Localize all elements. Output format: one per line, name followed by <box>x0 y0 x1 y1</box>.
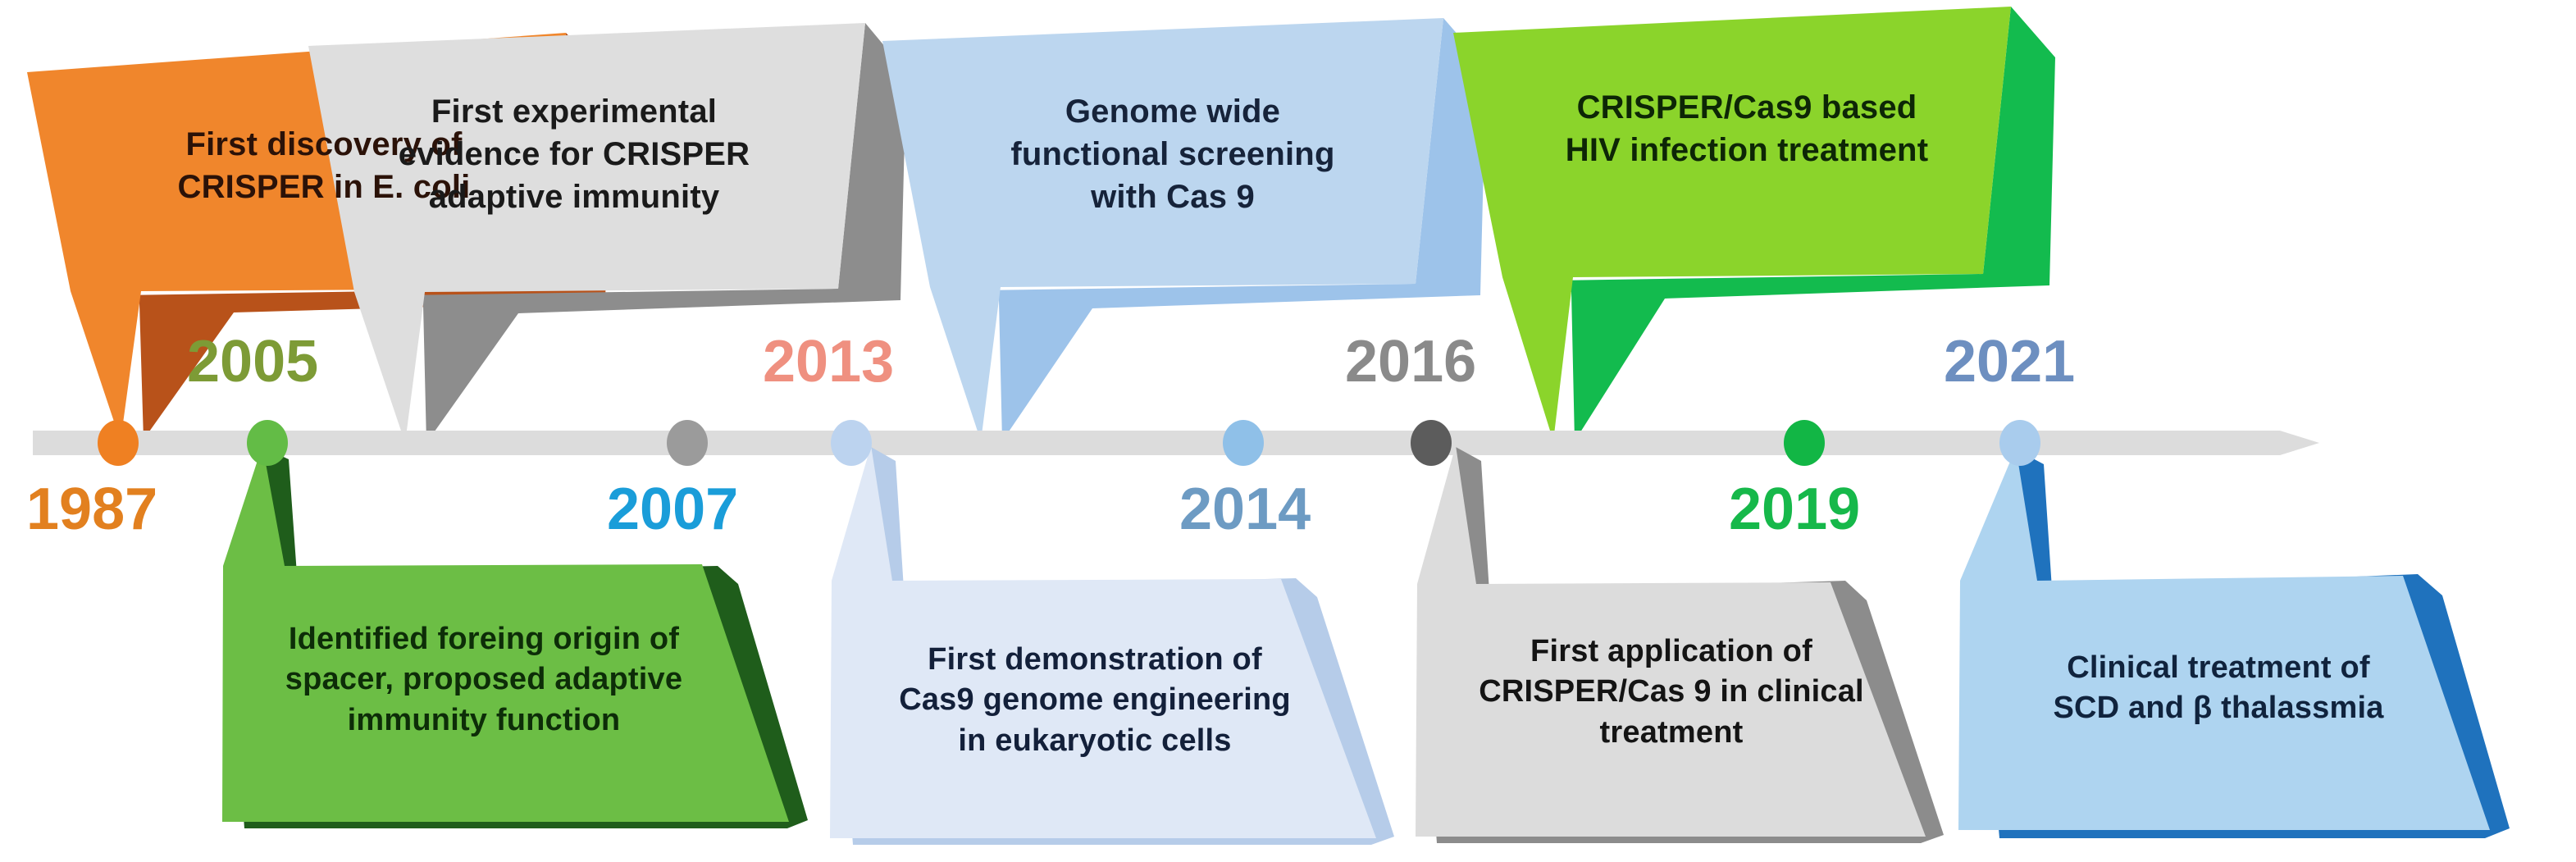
timeline-dot-1987[interactable] <box>98 420 139 466</box>
timeline-dot-2019[interactable] <box>1784 420 1825 466</box>
callout-2013-body <box>882 18 1443 441</box>
callout-2005 <box>222 445 808 828</box>
callout-2007-body <box>308 23 865 443</box>
callout-2005-body <box>222 445 789 822</box>
timeline-dot-2013[interactable] <box>831 420 872 466</box>
axis-line <box>33 431 2319 455</box>
year-label-1987[interactable]: 1987 <box>26 477 158 542</box>
callout-2021 <box>1958 448 2510 838</box>
callout-2013 <box>882 18 1486 441</box>
timeline-dot-2007[interactable] <box>667 420 708 466</box>
timeline-dot-2005[interactable] <box>247 420 288 466</box>
callout-2014-body <box>830 445 1376 838</box>
callout-2021-body <box>1958 448 2490 830</box>
callout-2007 <box>308 23 906 443</box>
callout-2019 <box>1453 7 2055 441</box>
timeline-dot-2016[interactable] <box>1411 420 1452 466</box>
callout-2014 <box>830 445 1394 845</box>
timeline-axis[interactable] <box>33 431 2319 455</box>
callout-2007-shadow <box>406 23 906 443</box>
timeline-dots <box>98 420 2040 466</box>
year-label-2013[interactable]: 2013 <box>763 329 895 395</box>
timeline-dot-2021[interactable] <box>1999 420 2040 466</box>
year-label-2019[interactable]: 2019 <box>1729 477 1861 542</box>
year-label-2014[interactable]: 2014 <box>1179 477 1311 542</box>
year-label-2005[interactable]: 2005 <box>187 329 319 395</box>
year-label-2016[interactable]: 2016 <box>1345 329 1477 395</box>
year-label-2007[interactable]: 2007 <box>607 477 739 542</box>
year-label-2021[interactable]: 2021 <box>1944 329 2076 395</box>
callout-2019-body <box>1453 7 2011 441</box>
callout-2016-body <box>1416 445 1926 837</box>
callout-2016 <box>1416 445 1944 843</box>
timeline-dot-2014[interactable] <box>1223 420 1264 466</box>
